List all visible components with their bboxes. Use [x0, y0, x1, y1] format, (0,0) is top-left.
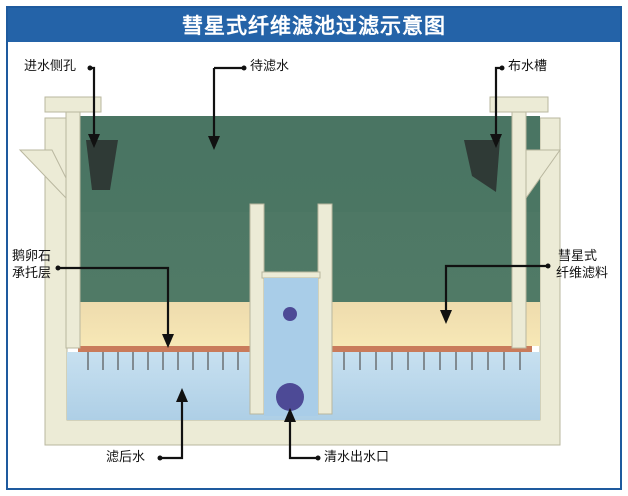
label-clean-water-outlet: 清水出水口	[324, 450, 390, 465]
inlet-trough-left	[86, 140, 118, 190]
support-plate-left	[78, 346, 250, 352]
arrow-outlet	[284, 408, 296, 422]
arrow-inlet	[88, 134, 100, 148]
arrow-water	[208, 136, 220, 150]
left-funnel-wing	[18, 149, 67, 200]
left-pillar-cap	[44, 96, 102, 113]
label-gravel-support-line1: 鹅卵石	[12, 249, 52, 264]
distribution-trough-right	[464, 140, 500, 192]
central-wall-right	[317, 203, 333, 415]
raw-water-surface	[67, 116, 540, 212]
left-pillar	[65, 111, 81, 349]
clean-water-outlet-pipe	[276, 383, 304, 411]
outlet-hole-small	[283, 307, 297, 321]
label-water-to-filter: 待滤水	[250, 59, 290, 74]
nozzles-left	[87, 352, 239, 370]
label-gravel-support-line2: 承托层	[12, 266, 52, 281]
arrow-gravel	[162, 334, 174, 348]
arrow-filtered	[176, 388, 188, 402]
central-channel-base	[261, 271, 321, 279]
leader-gravel	[58, 266, 170, 340]
arrow-media	[440, 310, 452, 324]
label-distribution-trough: 布水槽	[508, 59, 548, 74]
leader-outlet	[288, 416, 318, 460]
leader-filtered	[160, 396, 184, 460]
support-plate-right	[332, 346, 532, 352]
label-filter-media-line2: 纤维滤料	[556, 266, 609, 281]
filter-media-right	[330, 302, 540, 346]
right-pillar	[511, 111, 527, 349]
central-wall-left	[249, 203, 265, 415]
label-filter-media-line1: 彗星式	[558, 249, 598, 264]
label-filtered-water: 滤后水	[106, 450, 146, 465]
nozzles-right	[343, 352, 521, 370]
right-pillar-cap	[489, 96, 549, 113]
right-funnel-wing	[525, 149, 561, 200]
label-inlet-side-hole: 进水侧孔	[24, 59, 77, 74]
diagram-title: 彗星式纤维滤池过滤示意图	[8, 8, 620, 42]
arrow-trough	[490, 134, 502, 148]
leader-media	[444, 264, 548, 316]
